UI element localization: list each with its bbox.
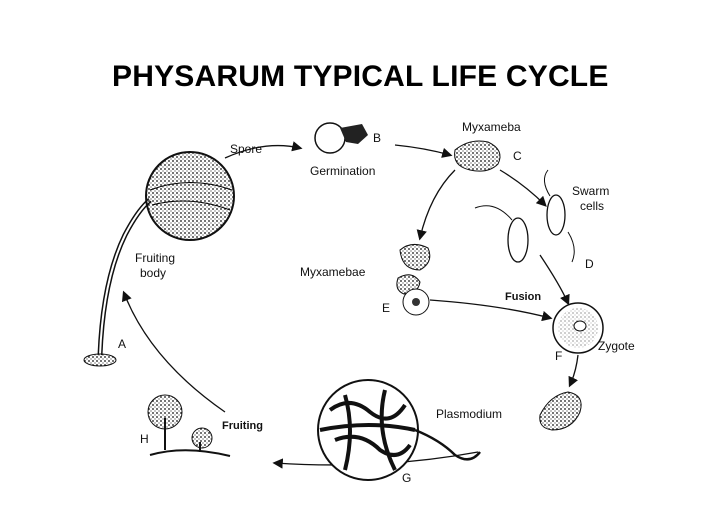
arrow-zygote-to-plasmodium (568, 354, 579, 388)
stage-letter-c: C (513, 149, 522, 163)
label-myxameba: Myxameba (462, 120, 521, 134)
arrow-germination-to-myxameba (394, 144, 453, 158)
germinating-spore (314, 122, 368, 154)
label-swarm-cells-line-2: cells (580, 199, 604, 213)
arrow-myxameba-to-swarm (499, 169, 547, 207)
arrow-myxamebae-to-zygote (429, 299, 553, 322)
page-title: PHYSARUM TYPICAL LIFE CYCLE (112, 60, 609, 93)
zygote-cell (552, 302, 604, 354)
myxameba-cell (454, 140, 501, 172)
arrow-swarm-to-zygote (539, 254, 570, 306)
stage-letter-f: F (555, 349, 562, 363)
stage-letter-b: B (373, 131, 381, 145)
label-fruiting-body-line-2: body (140, 266, 166, 280)
fruiting-sporangia (147, 394, 231, 457)
plasmodium-network (317, 379, 481, 481)
label-myxamebae: Myxamebae (300, 265, 366, 279)
stage-letter-a: A (118, 337, 126, 351)
arrow-fruiting-to-fruiting-body (121, 290, 226, 413)
arrow-myxameba-to-myxamebae (416, 169, 456, 241)
stage-letter-g: G (402, 471, 411, 485)
fruiting-body-sporangium (83, 151, 235, 367)
label-swarm-cells-line-1: Swarm (572, 184, 609, 198)
label-zygote: Zygote (598, 339, 635, 353)
label-fruiting: Fruiting (222, 420, 263, 432)
label-spore: Spore (230, 142, 262, 156)
label-germination: Germination (310, 164, 375, 178)
stage-letter-h: H (140, 432, 149, 446)
young-plasmodium (539, 391, 582, 431)
myxamebae-cells (396, 244, 431, 316)
stage-letter-d: D (585, 257, 594, 271)
label-fusion: Fusion (505, 291, 541, 303)
arrow-spore-to-germination (224, 141, 303, 159)
label-fruiting-body-line-1: Fruiting (135, 251, 175, 265)
stage-letter-e: E (382, 301, 390, 315)
swarm-cells (474, 169, 575, 263)
label-plasmodium: Plasmodium (436, 407, 502, 421)
